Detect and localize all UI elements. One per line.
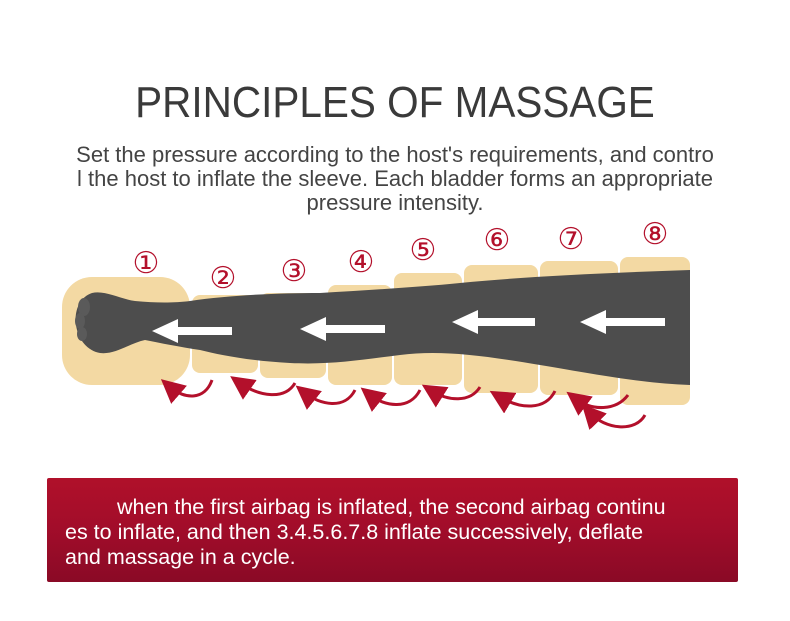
red-arrow-8 xyxy=(590,413,645,427)
red-arrow-1 xyxy=(170,380,212,396)
red-arrow-3 xyxy=(305,390,355,404)
description-line-2: l the host to inflate the sleeve. Each b… xyxy=(40,167,750,191)
chamber-number-1: ① xyxy=(133,246,160,281)
chamber-number-3: ③ xyxy=(281,254,308,289)
chamber-number-8: ⑧ xyxy=(642,217,669,252)
chamber-number-7: ⑦ xyxy=(558,222,585,257)
banner-line-3: and massage in a cycle. xyxy=(65,545,666,570)
banner-line-1: when the first airbag is inflated, the s… xyxy=(65,495,666,520)
red-arrow-4 xyxy=(370,390,420,405)
banner-text: when the first airbag is inflated, the s… xyxy=(65,495,666,570)
description-line-1: Set the pressure according to the host's… xyxy=(40,143,750,167)
leg-sleeve-diagram: ① ② ③ ④ ⑤ ⑥ ⑦ ⑧ xyxy=(0,215,790,445)
red-arrow-2 xyxy=(240,383,295,395)
description-line-3: pressure intensity. xyxy=(40,191,750,215)
page-title: PRINCIPLES OF MASSAGE xyxy=(32,78,759,128)
chamber-number-6: ⑥ xyxy=(484,223,511,258)
chamber-number-4: ④ xyxy=(348,245,375,280)
chamber-number-2: ② xyxy=(210,261,237,296)
info-banner: when the first airbag is inflated, the s… xyxy=(47,478,738,582)
banner-line-2: es to inflate, and then 3.4.5.6.7.8 infl… xyxy=(65,520,666,545)
chamber-number-5: ⑤ xyxy=(410,233,437,268)
description: Set the pressure according to the host's… xyxy=(40,143,750,215)
